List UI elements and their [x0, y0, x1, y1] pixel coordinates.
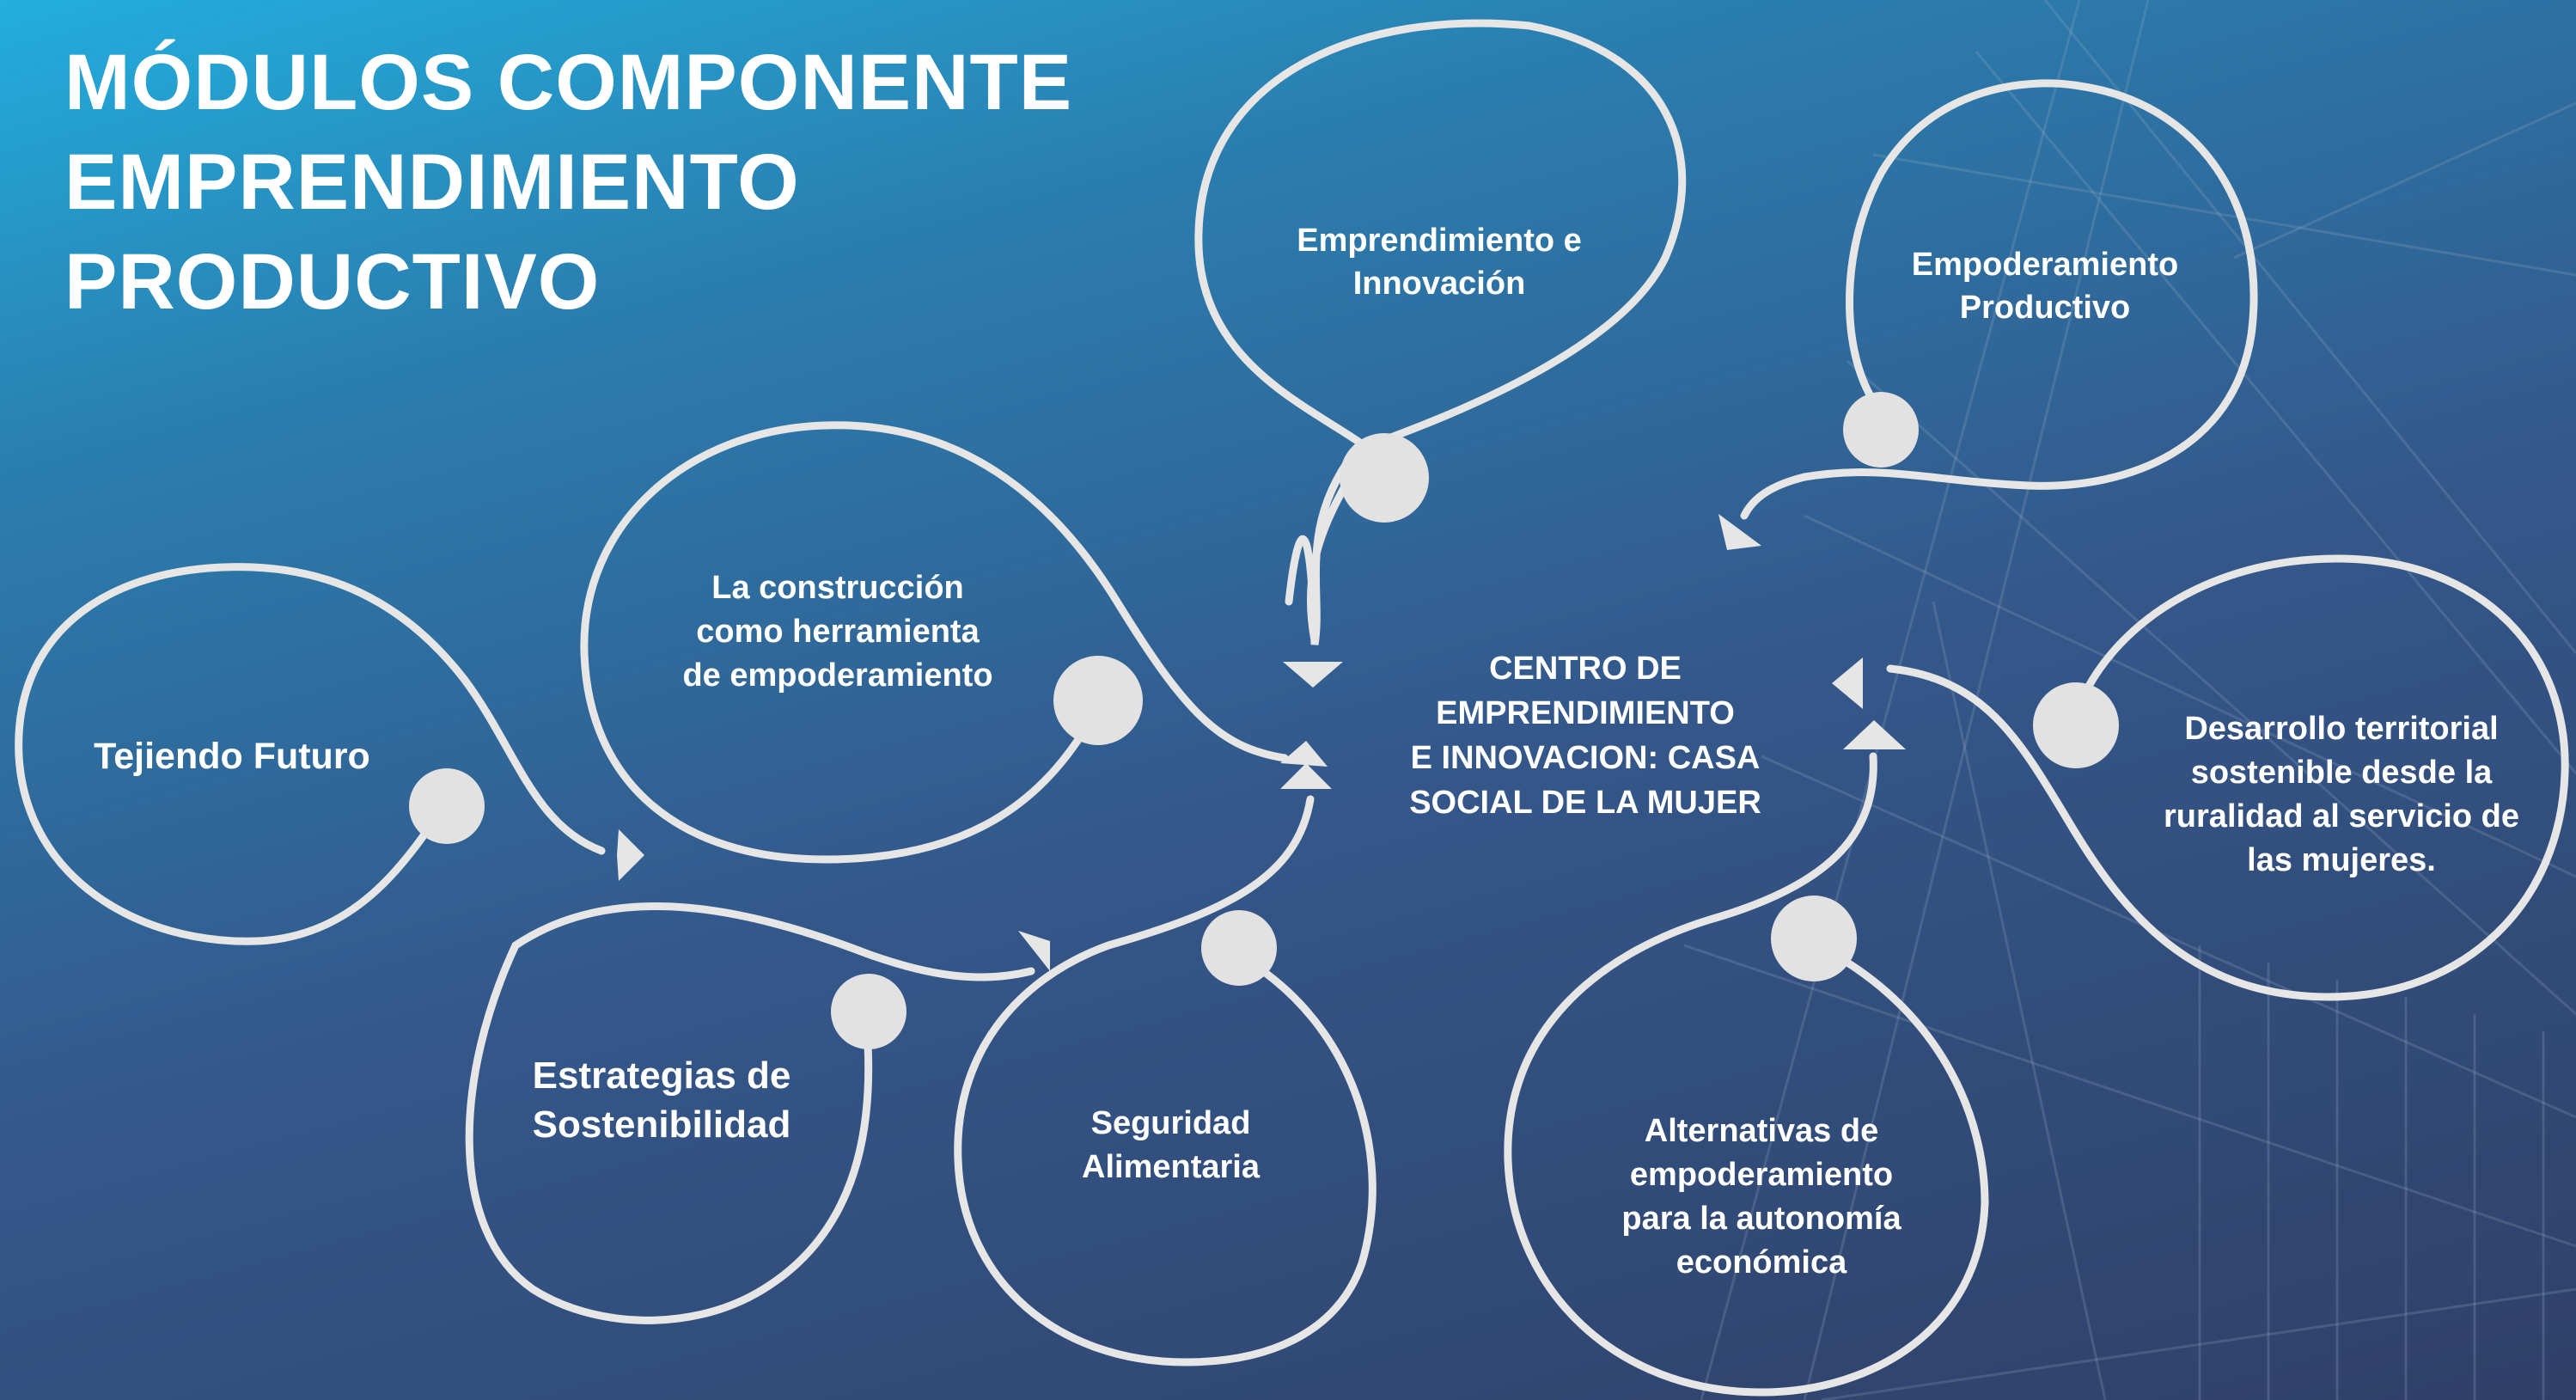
module-label-line: Empoderamiento: [1911, 247, 2179, 283]
knob-emprendimiento-innovacion: [1340, 433, 1429, 523]
loop-alternativas-empoderamiento: [1504, 752, 1989, 1397]
module-label-line: Sostenibilidad: [532, 1103, 791, 1146]
knob-la-construccion: [1053, 656, 1143, 745]
loop-estrategias-sostenibilidad: [465, 902, 1035, 1324]
arrow-alternativas-empoderamiento: [1843, 720, 1906, 749]
knob-estrategias-sostenibilidad: [831, 974, 906, 1049]
module-label-line: como herramienta: [696, 613, 980, 650]
knob-alternativas-empoderamiento: [1771, 896, 1857, 981]
module-label-line: Desarrollo territorial: [2184, 711, 2499, 747]
module-label-line: Seguridad: [1090, 1104, 1251, 1141]
module-label-line: Productivo: [1959, 290, 2131, 326]
module-label-line: Alimentaria: [1082, 1148, 1260, 1185]
module-label-line: La construcción: [711, 569, 964, 606]
module-label-line: Innovación: [1352, 266, 1526, 302]
module-la-construccion: La construcción como herramienta de empo…: [619, 563, 1057, 700]
architecture-line-art: [1683, 0, 2576, 1400]
module-label-line: Emprendimiento e: [1297, 223, 1582, 259]
arrow-seguridad-alimentaria: [1280, 763, 1332, 789]
module-emprendimiento-innovacion: Emprendimiento e Innovación: [1237, 219, 1641, 305]
knob-desarrollo-territorial: [2033, 682, 2119, 768]
module-desarrollo-territorial: Desarrollo territorial sostenible desde …: [2109, 705, 2573, 885]
center-label-line: SOCIAL DE LA MUJER: [1409, 785, 1761, 821]
arrow-desarrollo-territorial: [1832, 657, 1863, 709]
arrow-la-construccion: [1280, 741, 1328, 767]
module-empoderamiento-productivo: Empoderamiento Productivo: [1873, 243, 2217, 329]
module-label-line: de empoderamiento: [682, 657, 993, 694]
module-label-line: Estrategias de: [532, 1054, 791, 1097]
module-tejiendo-futuro: Tejiendo Futuro: [52, 731, 412, 782]
module-label-line: económica: [1676, 1244, 1847, 1281]
module-label-line: para la autonomía: [1621, 1201, 1901, 1237]
knob-empoderamiento-productivo: [1843, 392, 1919, 468]
module-label-line: las mujeres.: [2247, 842, 2436, 878]
loop-seguridad-alimentaria: [954, 795, 1377, 1366]
arrow-estrategias-sostenibilidad: [1018, 931, 1050, 971]
loop-tejiendo-futuro: [15, 563, 606, 945]
center-label-line: CENTRO DE: [1489, 651, 1682, 687]
center-label-line: E INNOVACION: CASA: [1410, 740, 1761, 776]
knob-tejiendo-futuro: [409, 768, 485, 844]
loop-emprendimiento-innovacion: [1194, 19, 1687, 645]
page-title: MÓDULOS COMPONENTE EMPRENDIMIENTO PRODUC…: [64, 33, 1072, 332]
module-alternativas-empoderamiento: Alternativas de empoderamiento para la a…: [1564, 1107, 1959, 1287]
module-label-line: sostenible desde la: [2190, 755, 2493, 791]
title-line: EMPRENDIMIENTO: [64, 138, 800, 226]
module-label-line: ruralidad al servicio de: [2164, 798, 2519, 834]
knob-seguridad-alimentaria: [1201, 910, 1277, 986]
title-line: PRODUCTIVO: [64, 238, 601, 326]
title-line: MÓDULOS COMPONENTE: [64, 39, 1073, 126]
arrow-tejiendo-futuro: [617, 829, 644, 881]
arrow-empoderamiento-productivo: [1718, 514, 1761, 550]
center-label-line: EMPRENDIMIENTO: [1436, 695, 1735, 731]
module-label-line: empoderamiento: [1629, 1157, 1894, 1193]
loop-empoderamiento-productivo: [1740, 79, 2258, 520]
center-hub-label: CENTRO DE EMPRENDIMIENTO E INNOVACION: C…: [1366, 640, 1804, 831]
module-seguridad-alimentaria: Seguridad Alimentaria: [1022, 1100, 1319, 1190]
arrow-emprendimiento-innovacion: [1283, 662, 1343, 688]
module-label-line: Alternativas de: [1644, 1113, 1879, 1149]
loop-desarrollo-territorial: [1886, 554, 2569, 1001]
module-estrategias-sostenibilidad: Estrategias de Sostenibilidad: [481, 1050, 842, 1149]
module-label-line: Tejiendo Futuro: [94, 736, 370, 777]
loop-la-construccion: [580, 421, 1289, 864]
